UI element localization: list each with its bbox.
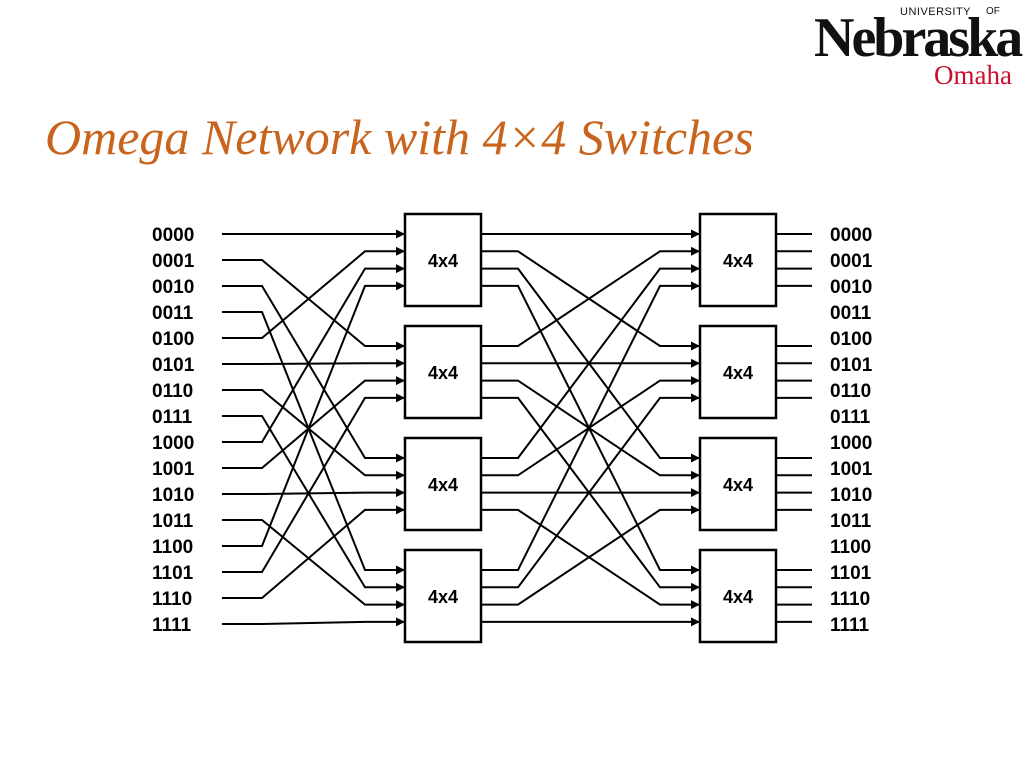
- switch-label: 4x4: [428, 251, 458, 271]
- switch-box: [403, 436, 483, 532]
- logo-name: Nebraska: [814, 7, 1023, 69]
- input-label: 0111: [152, 407, 193, 428]
- switch-box: [698, 212, 778, 308]
- switch-label: 4x4: [428, 363, 458, 383]
- input-label: 1010: [152, 485, 194, 506]
- input-label: 0010: [152, 277, 194, 298]
- switch-label: 4x4: [428, 587, 458, 607]
- wire: [222, 415, 405, 592]
- wire: [222, 505, 405, 599]
- input-label: 1000: [152, 433, 194, 454]
- switch-label: 4x4: [723, 251, 753, 271]
- output-label: 0111: [830, 407, 871, 428]
- switch-4x4: 4x4: [403, 324, 483, 420]
- output-label: 0010: [830, 277, 872, 298]
- wire: [222, 259, 405, 351]
- switch-4x4: 4x4: [698, 212, 778, 308]
- switch-4x4: 4x4: [403, 436, 483, 532]
- switch-label: 4x4: [723, 475, 753, 495]
- switch-4x4: 4x4: [698, 324, 778, 420]
- logo-university-text: UNIVERSITY: [900, 6, 972, 18]
- input-label: 0100: [152, 329, 194, 350]
- output-label: 0001: [830, 251, 873, 272]
- input-label: 1101: [152, 563, 194, 584]
- input-label: 0001: [152, 251, 195, 272]
- output-labels: 0000 0001 0010 0011 0100 0101 0110 0111 1000 1001…: [830, 225, 873, 636]
- logo-of-text: OF: [986, 6, 1000, 17]
- wire: [222, 617, 405, 627]
- wire: [481, 264, 700, 459]
- wire: [481, 246, 700, 347]
- wire: [222, 285, 405, 463]
- wire: [222, 264, 405, 443]
- switch-box: [698, 548, 778, 644]
- wire: [222, 389, 405, 480]
- switch-box: [698, 324, 778, 420]
- output-label: 1001: [830, 459, 873, 480]
- wire: [222, 376, 405, 469]
- wire: [481, 505, 700, 606]
- switch-label: 4x4: [723, 363, 753, 383]
- switch-4x4: 4x4: [403, 212, 483, 308]
- wire: [222, 281, 405, 547]
- input-label: 0101: [152, 355, 195, 376]
- wire: [222, 393, 405, 573]
- input-label: 0000: [152, 225, 194, 246]
- switch-4x4: 4x4: [698, 548, 778, 644]
- output-label: 0100: [830, 329, 872, 350]
- input-labels: 0000 0001 0010 0011 0100 0101 0110 0111 1000 1001…: [152, 225, 195, 636]
- logo-campus: Omaha: [934, 60, 1012, 90]
- input-label: 1110: [152, 589, 192, 610]
- wire: [222, 519, 405, 610]
- university-logo: UNIVERSITY OF Nebraska Omaha: [812, 2, 1023, 94]
- wire: [222, 311, 405, 575]
- output-label: 0000: [830, 225, 872, 246]
- input-label: 1001: [152, 459, 195, 480]
- switch-4x4: 4x4: [698, 436, 778, 532]
- output-label: 1101: [830, 563, 872, 584]
- output-label: 1100: [830, 537, 871, 558]
- wire: [481, 393, 700, 589]
- output-label: 1110: [830, 589, 870, 610]
- switch-box: [403, 212, 483, 308]
- output-label: 0011: [830, 303, 872, 324]
- switch-4x4: 4x4: [403, 548, 483, 644]
- wire: [222, 246, 405, 339]
- output-label: 0101: [830, 355, 873, 376]
- switch-box: [698, 436, 778, 532]
- wire: [481, 376, 700, 477]
- switch-label: 4x4: [723, 587, 753, 607]
- output-label: 0110: [830, 381, 871, 402]
- switch-box: [403, 324, 483, 420]
- output-label: 1011: [830, 511, 872, 532]
- output-label: 1111: [830, 615, 870, 636]
- input-label: 1100: [152, 537, 193, 558]
- network-wires: [222, 229, 812, 627]
- input-label: 0110: [152, 381, 193, 402]
- switch-label: 4x4: [428, 475, 458, 495]
- wire: [222, 488, 405, 498]
- output-label: 1010: [830, 485, 872, 506]
- wire: [481, 281, 700, 571]
- wire: [222, 358, 405, 368]
- input-label: 1111: [152, 615, 192, 636]
- output-label: 1000: [830, 433, 872, 454]
- input-label: 0011: [152, 303, 194, 324]
- input-label: 1011: [152, 511, 194, 532]
- switch-box: [403, 548, 483, 644]
- switch-boxes: 4x4 4x4 4x4 4x4 4x4 4x4 4x4 4x4: [403, 212, 778, 644]
- slide-title: Omega Network with 4×4 Switches: [45, 109, 754, 165]
